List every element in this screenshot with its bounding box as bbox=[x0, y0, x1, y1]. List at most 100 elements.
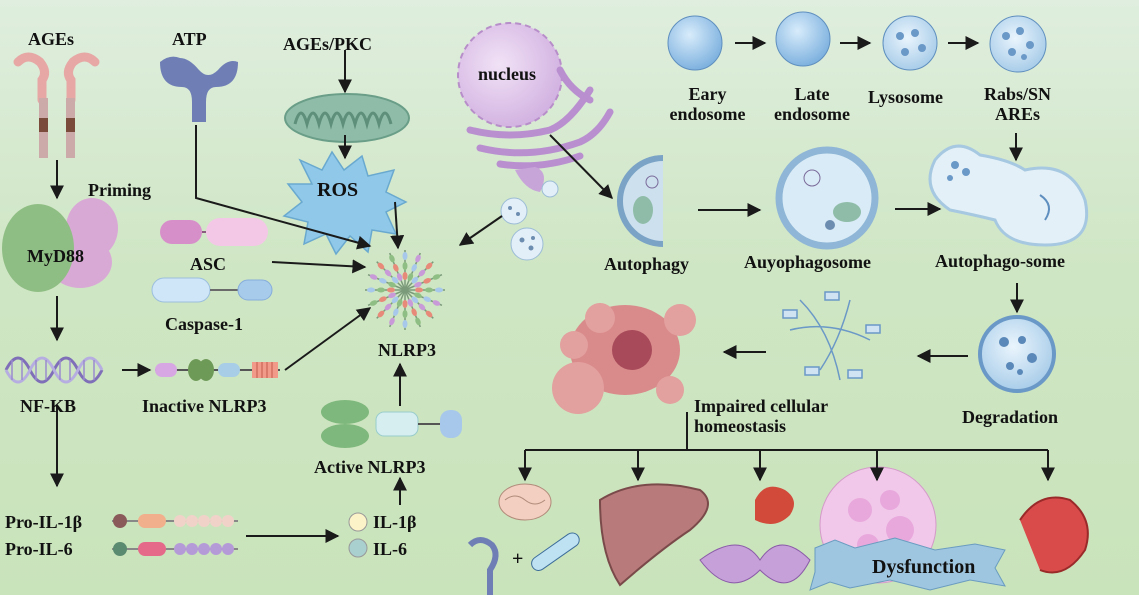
nlrp3-subunit bbox=[414, 292, 422, 299]
pro-il1b-chain-icon bbox=[112, 514, 238, 528]
nlrp3-subunit bbox=[384, 303, 392, 311]
thermometer-icon bbox=[531, 532, 580, 571]
il6-label: IL-6 bbox=[373, 539, 407, 559]
rabs-sn-label: Rabs/SN AREs bbox=[983, 84, 1052, 124]
nlrp3-subunit bbox=[402, 252, 408, 260]
nucleus-label: nucleus bbox=[478, 64, 536, 84]
nlrp3-subunit bbox=[425, 287, 433, 293]
plus-label: + bbox=[512, 548, 523, 570]
nlrp3-subunit bbox=[418, 269, 426, 277]
nlrp3-subunit bbox=[432, 274, 441, 280]
nlrp3-subunit bbox=[411, 308, 417, 316]
nlrp3-subunit bbox=[415, 287, 423, 293]
nlrp3-subunit bbox=[393, 264, 399, 272]
early-endosome-icon bbox=[667, 15, 723, 71]
impaired-homeostasis-label: Impaired cellular homeostasis bbox=[694, 396, 828, 436]
myd88-label: MyD88 bbox=[27, 246, 84, 266]
nlrp3-subunit bbox=[418, 303, 426, 311]
brain-icon bbox=[498, 483, 552, 521]
ages-receptor-icon bbox=[13, 52, 100, 158]
asc-label: ASC bbox=[190, 254, 226, 274]
autophago-some-label: Autophago-some bbox=[935, 251, 1065, 271]
mitochondria-sheet-icon bbox=[699, 544, 811, 584]
labels: AGEs ATP AGEs/PKC ROS nucleus Priming My… bbox=[5, 29, 1065, 578]
priming-label: Priming bbox=[88, 180, 151, 200]
nlrp3-subunit bbox=[388, 281, 396, 288]
dna-helix-icon bbox=[4, 356, 104, 384]
nucleus-er-icon bbox=[457, 22, 614, 192]
nfkb-label: NF-KB bbox=[20, 396, 76, 416]
lysosome-icon bbox=[882, 15, 938, 71]
asc-protein-icon bbox=[160, 218, 268, 246]
caspase1-protein-icon bbox=[151, 277, 273, 303]
branch-arrows bbox=[518, 450, 1055, 482]
autophagy-phagophore-icon bbox=[617, 155, 664, 247]
early-endosome-label: Eary endosome bbox=[669, 84, 746, 124]
nlrp3-subunit bbox=[415, 254, 421, 263]
nlrp3-subunit bbox=[377, 262, 385, 270]
nlrp3-subunit bbox=[377, 310, 385, 318]
heart-icon bbox=[755, 486, 794, 524]
nlrp3-subunit bbox=[411, 276, 419, 284]
nlrp3-subunit bbox=[415, 317, 421, 326]
dysfunction-label: Dysfunction bbox=[872, 556, 975, 578]
ros-burst-icon bbox=[282, 150, 408, 256]
il1b-label: IL-1β bbox=[373, 512, 417, 532]
nlrp3-subunit bbox=[384, 269, 392, 277]
nlrp3-subunit bbox=[396, 273, 403, 281]
active-nlrp3-label: Active NLRP3 bbox=[314, 457, 425, 477]
nlrp3-label: NLRP3 bbox=[378, 340, 436, 360]
nlrp3-subunit bbox=[388, 292, 396, 299]
inactive-nlrp3-label: Inactive NLRP3 bbox=[142, 396, 267, 416]
nlrp3-subunit bbox=[411, 264, 417, 272]
nlrp3-subunit bbox=[407, 273, 414, 281]
branch-lines bbox=[525, 412, 1048, 451]
nlrp3-subunit bbox=[402, 320, 408, 328]
degradation-label: Degradation bbox=[962, 407, 1058, 427]
nlrp3-subunit bbox=[425, 262, 433, 270]
ages-pkc-label: AGEs/PKC bbox=[283, 34, 372, 54]
nlrp3-subunit bbox=[407, 299, 414, 307]
impaired-cell-icon bbox=[552, 303, 696, 414]
degradation-vesicle-icon bbox=[978, 315, 1056, 393]
nlrp3-subunit bbox=[435, 287, 443, 293]
nlrp3-subunit bbox=[402, 262, 408, 270]
nlrp3-subunit bbox=[379, 278, 387, 284]
pro-il1b-label: Pro-IL-1β bbox=[5, 512, 82, 532]
nlrp3-subunit bbox=[402, 310, 408, 318]
il1b-dot-icon bbox=[348, 512, 368, 532]
dysfunction-banner bbox=[809, 537, 1006, 591]
inactive-nlrp3-icon bbox=[155, 359, 280, 381]
nlrp3-subunit bbox=[393, 308, 399, 316]
nlrp3-subunit bbox=[389, 254, 395, 263]
nlrp3-subunit bbox=[423, 278, 431, 284]
il6-dot-icon bbox=[348, 538, 368, 558]
atp-label: ATP bbox=[172, 29, 207, 49]
myd88-protein-icon bbox=[2, 198, 118, 292]
nlrp3-subunit bbox=[425, 310, 433, 318]
nlrp3-subunit bbox=[389, 317, 395, 326]
nlrp3-subunit bbox=[377, 287, 385, 293]
atp-receptor-icon bbox=[160, 56, 238, 122]
autophagosome-icon bbox=[775, 146, 879, 250]
nlrp3-subunit bbox=[414, 281, 422, 288]
nlrp3-subunit bbox=[369, 300, 378, 306]
nlrp3-subunit bbox=[411, 296, 419, 304]
nlrp3-subunit bbox=[367, 287, 375, 293]
nlrp3-subunit bbox=[402, 300, 408, 308]
exosome-vesicles-icon bbox=[500, 180, 559, 261]
liver-icon bbox=[598, 483, 709, 587]
autolysosome-icon bbox=[928, 144, 1089, 247]
mitochondrion-icon bbox=[284, 93, 410, 143]
lysosome-label: Lysosome bbox=[868, 87, 943, 107]
ages-label: AGEs bbox=[28, 29, 74, 49]
degraded-molecule-icon bbox=[782, 291, 881, 381]
neuron-icon bbox=[467, 537, 499, 595]
nlrp3-subunit bbox=[387, 287, 395, 293]
kidney-icon bbox=[1019, 496, 1089, 574]
autophagosome-label: Auyophagosome bbox=[744, 252, 871, 272]
nlrp3-subunit bbox=[396, 299, 403, 307]
nlrp3-subunit bbox=[369, 274, 378, 280]
nlrp3-subunit bbox=[432, 300, 441, 306]
